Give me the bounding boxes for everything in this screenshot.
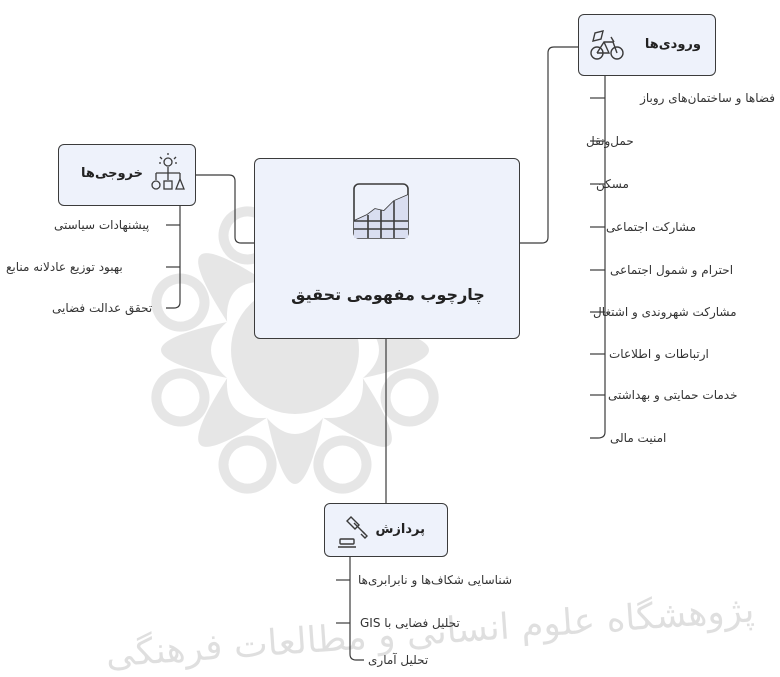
input-item: مسکن	[596, 177, 629, 191]
chart-grid-icon	[353, 183, 409, 239]
bicycle-icon	[590, 30, 624, 60]
output-item: بهبود توزیع عادلانه منابع	[6, 260, 123, 274]
rosette-petal	[198, 378, 267, 447]
rosette-ring	[313, 435, 372, 494]
processing-item: تحلیل آماری	[368, 653, 429, 667]
rosette-petal	[198, 253, 267, 322]
outputs-title: خروجی‌ها	[81, 166, 143, 181]
inputs-node[interactable]: ورودی‌ها	[578, 14, 716, 76]
input-item: امنیت مالی	[610, 431, 667, 445]
inputs-title: ورودی‌ها	[644, 37, 701, 52]
rosette-ring	[218, 435, 277, 494]
processing-node[interactable]: پردازش	[324, 503, 448, 557]
rosette-petal	[267, 418, 323, 484]
rosette-ring	[380, 368, 439, 427]
central-title: چارچوب مفهومی تحقیق	[291, 285, 485, 304]
input-item: خدمات حمایتی و بهداشتی	[608, 388, 738, 402]
rosette-ring	[151, 273, 210, 332]
idea-flowchart-icon	[151, 153, 185, 190]
outputs-node[interactable]: خروجی‌ها	[58, 144, 196, 206]
processing-item: شناسایی شکاف‌ها و نابرابری‌ها	[358, 573, 513, 587]
rosette-petal	[323, 378, 392, 447]
processing-title: پردازش	[375, 522, 425, 537]
input-item: حمل‌ونقل	[586, 134, 634, 148]
input-item: احترام و شمول اجتماعی	[610, 263, 734, 277]
rosette-petal	[161, 322, 227, 378]
input-item: ارتباطات و اطلاعات	[609, 347, 709, 361]
input-item: مشارکت شهروندی و اشتغال	[593, 305, 737, 319]
central-node[interactable]: چارچوب مفهومی تحقیق	[254, 158, 520, 339]
gavel-icon	[338, 516, 368, 548]
output-item: تحقق عدالت فضایی	[52, 301, 153, 315]
input-item: فضاها و ساختمان‌های روباز	[640, 91, 775, 105]
input-item: مشارکت اجتماعی	[606, 220, 697, 234]
rosette-ring	[151, 368, 210, 427]
output-item: پیشنهادات سیاستی	[54, 218, 150, 232]
processing-item: GIS تحلیل فضایی با	[360, 616, 460, 630]
